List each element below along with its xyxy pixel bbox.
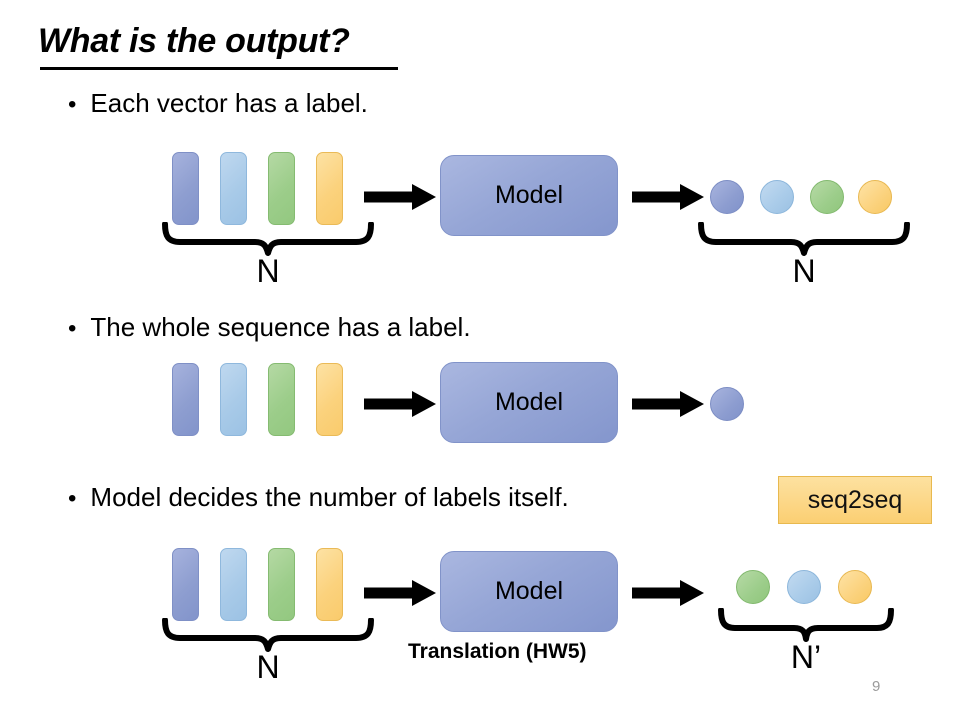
output-circle-2-row-3 <box>787 570 821 604</box>
output-brace-label-row-1: N <box>792 253 816 289</box>
input-brace-label-row-3: N <box>256 649 280 685</box>
model-box-row-2[interactable]: Model <box>440 362 618 443</box>
input-vector-3-row-3 <box>268 548 295 621</box>
title-underline <box>40 67 398 70</box>
output-brace-row-3 <box>718 608 894 642</box>
output-circle-2-row-1 <box>760 180 794 214</box>
model-label-row-1: Model <box>494 181 564 209</box>
bullet-marker-icon: • <box>68 485 77 512</box>
seq2seq-badge: seq2seq <box>778 476 932 524</box>
arrow-input-row-1 <box>364 184 436 210</box>
input-vector-1 <box>172 152 199 225</box>
bullet-text-3: Model decides the number of labels itsel… <box>90 482 569 512</box>
input-brace-row-3 <box>162 618 374 652</box>
model-label-row-2: Model <box>494 388 564 416</box>
output-circle-1-row-3 <box>736 570 770 604</box>
output-brace-label-row-3: N’ <box>790 639 822 675</box>
model-box-row-3[interactable]: Model <box>440 551 618 632</box>
input-vector-4-row-3 <box>316 548 343 621</box>
input-vector-4-row-2 <box>316 363 343 436</box>
input-vector-1-row-2 <box>172 363 199 436</box>
output-circle-3-row-3 <box>838 570 872 604</box>
bullet-text-2: The whole sequence has a label. <box>90 312 471 342</box>
model-label-row-3: Model <box>494 577 564 605</box>
input-vector-4 <box>316 152 343 225</box>
output-circle-4-row-1 <box>858 180 892 214</box>
input-vector-2-row-2 <box>220 363 247 436</box>
input-vector-2 <box>220 152 247 225</box>
input-vector-3-row-2 <box>268 363 295 436</box>
input-vector-3 <box>268 152 295 225</box>
model-box-row-1[interactable]: Model <box>440 155 618 236</box>
page-title: What is the output? <box>38 22 350 60</box>
input-brace-label-row-1: N <box>256 253 280 289</box>
output-circle-3-row-1 <box>810 180 844 214</box>
arrow-output-row-1 <box>632 184 704 210</box>
bullet-item-2: • The whole sequence has a label. <box>68 312 471 343</box>
arrow-input-row-2 <box>364 391 436 417</box>
input-vector-1-row-3 <box>172 548 199 621</box>
input-vector-2-row-3 <box>220 548 247 621</box>
output-circle-1-row-1 <box>710 180 744 214</box>
arrow-output-row-3 <box>632 580 704 606</box>
bullet-item-1: • Each vector has a label. <box>68 88 368 119</box>
bullet-item-3: • Model decides the number of labels its… <box>68 482 569 513</box>
input-brace-row-1 <box>162 222 374 256</box>
output-circle-1-row-2 <box>710 387 744 421</box>
bullet-text-1: Each vector has a label. <box>90 88 368 118</box>
arrow-input-row-3 <box>364 580 436 606</box>
arrow-output-row-2 <box>632 391 704 417</box>
bullet-marker-icon: • <box>68 315 77 342</box>
translation-caption: Translation (HW5) <box>408 640 587 663</box>
bullet-marker-icon: • <box>68 91 77 118</box>
seq2seq-badge-label: seq2seq <box>807 485 903 514</box>
page-number: 9 <box>872 678 881 695</box>
output-brace-row-1 <box>698 222 910 256</box>
